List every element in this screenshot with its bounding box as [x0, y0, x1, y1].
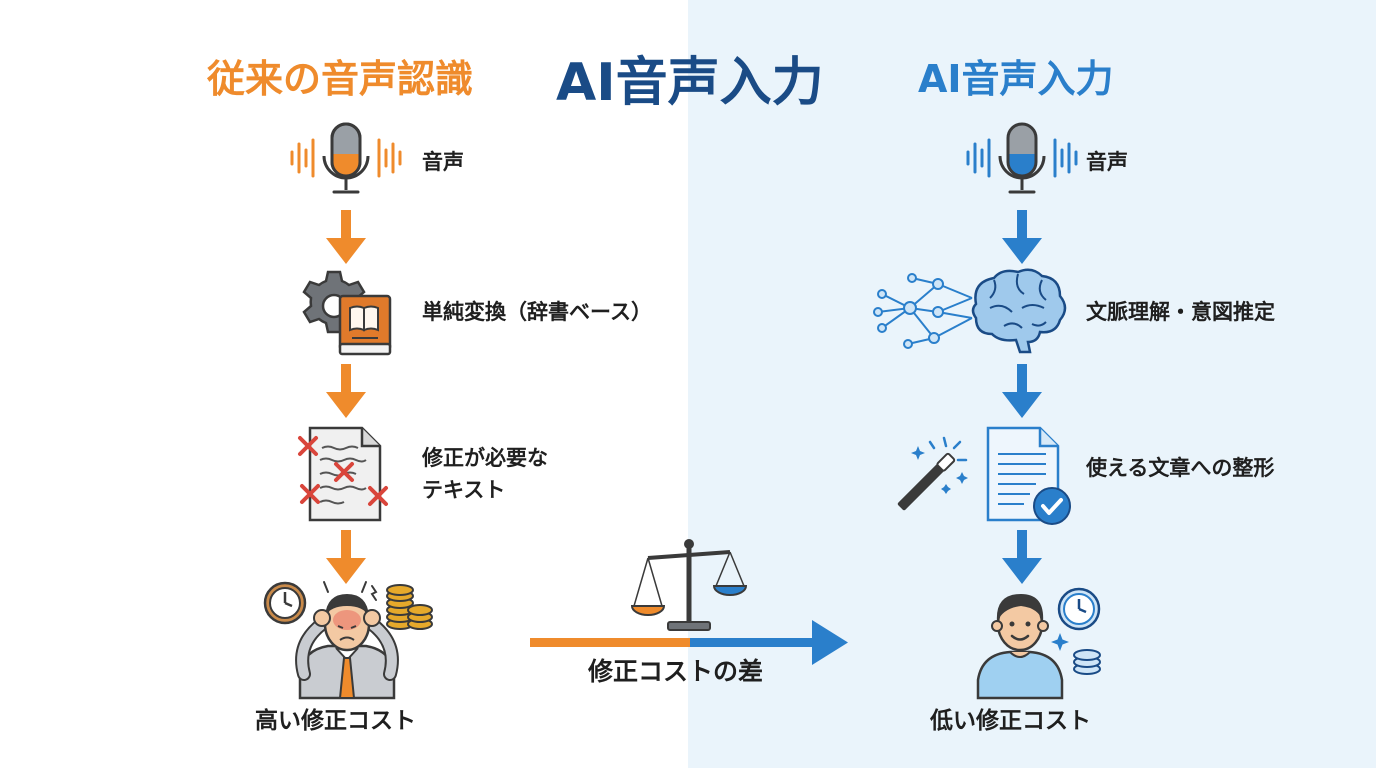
right-step1-label: 音声: [1086, 150, 1128, 174]
center-title: AI音声入力: [556, 53, 824, 113]
checked-document-icon: [986, 426, 1071, 525]
book-icon: [338, 294, 392, 356]
left-step2-label: 単純変換（辞書ベース）: [422, 300, 652, 324]
right-result-label: 低い修正コスト: [930, 708, 1091, 734]
happy-person-icon: [976, 594, 1064, 700]
left-result-label: 高い修正コスト: [255, 708, 416, 734]
coins-icon: [1073, 649, 1101, 675]
right-title: AI音声入力: [918, 57, 1114, 101]
brain-network-icon: [873, 268, 1067, 354]
sparkle-icon: [1051, 633, 1069, 651]
cost-difference-arrow: [530, 620, 848, 665]
arrow-down-icon: [1002, 364, 1042, 418]
error-document-icon: [298, 426, 388, 522]
arrow-down-icon: [326, 364, 366, 418]
clock-icon: [263, 581, 307, 625]
stressed-person-icon: [295, 581, 399, 700]
left-step1-label: 音声: [422, 150, 464, 174]
arrow-down-icon: [326, 530, 366, 584]
clock-icon: [1057, 587, 1101, 631]
magic-wand-icon: [897, 436, 968, 511]
arrow-down-icon: [1002, 210, 1042, 264]
right-step2-label: 文脈理解・意図推定: [1086, 300, 1275, 324]
coins-icon: [386, 584, 433, 630]
microphone-icon: [966, 122, 1078, 194]
right-step3-label: 使える文章への整形: [1086, 456, 1275, 480]
cost-difference-label: 修正コストの差: [588, 657, 764, 686]
left-title: 従来の音声認識: [207, 57, 474, 101]
microphone-icon: [290, 122, 402, 194]
arrow-down-icon: [1002, 530, 1042, 584]
left-step3-label-line1: 修正が必要な: [422, 446, 548, 470]
balance-scale-icon: [630, 539, 748, 631]
left-step3-label-line2: テキスト: [422, 478, 506, 502]
arrow-down-icon: [326, 210, 366, 264]
